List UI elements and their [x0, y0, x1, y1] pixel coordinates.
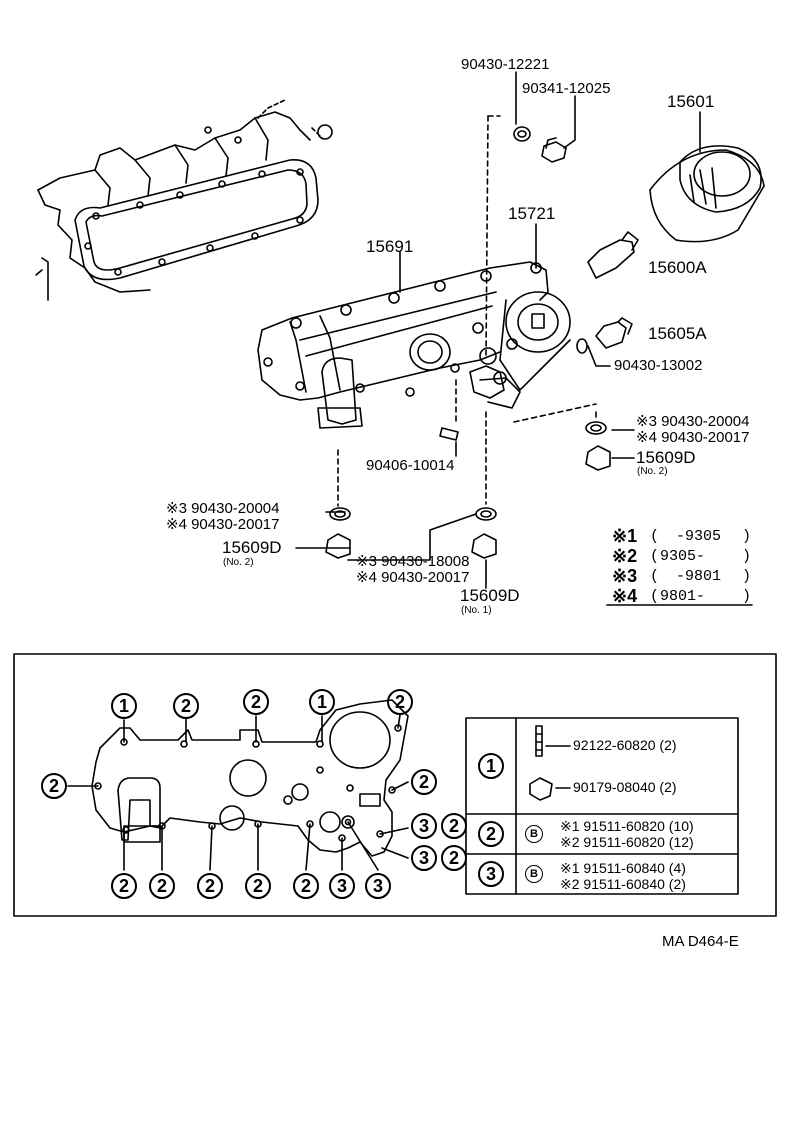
label-right-no2: (No. 2): [637, 466, 668, 477]
legend-close-1: ): [742, 528, 752, 545]
label-90406-10014: 90406-10014: [366, 457, 455, 474]
label-center-note3: ※3 90430-18008: [356, 553, 470, 570]
label-center-15609D: 15609D: [460, 586, 520, 605]
bolt-callout: 2: [245, 873, 271, 899]
label-right-note3: ※3 90430-20004: [636, 413, 750, 430]
label-left-no2: (No. 2): [223, 557, 254, 568]
legend-from-4: 9801-: [660, 588, 706, 605]
label-right-note4: ※4 90430-20017: [636, 429, 750, 446]
bolt-callout: 3: [365, 873, 391, 899]
bolt-table-row3-number: 3: [478, 861, 504, 887]
bolt-table-row2-part-a: ※1 91511-60820 (10): [560, 818, 694, 834]
bolt-callout: 2: [441, 845, 467, 871]
bolt-table-row3-part-b: ※2 91511-60840 (2): [560, 876, 686, 892]
legend-mark-2: ※2: [612, 546, 638, 566]
bolt-table-row3-badge: B: [525, 865, 543, 883]
label-center-no1: (No. 1): [461, 605, 492, 616]
bolt-callout: 1: [309, 689, 335, 715]
bolt-table-row1-number: 1: [478, 753, 504, 779]
legend-to-3: -9801: [676, 568, 722, 585]
legend-open-1: (: [650, 528, 660, 545]
legend-open-4: (: [650, 588, 660, 605]
label-15721: 15721: [508, 204, 556, 223]
bolt-table-grid: [465, 717, 739, 895]
label-90341-12025: 90341-12025: [522, 80, 611, 97]
label-left-15609D: 15609D: [222, 538, 282, 557]
bolt-callout: 2: [41, 773, 67, 799]
engine-block-outline: [35, 99, 333, 301]
bolt-callout: 2: [293, 873, 319, 899]
bolt-callout: 3: [411, 845, 437, 871]
label-15691: 15691: [366, 237, 414, 256]
legend-close-4: ): [742, 588, 752, 605]
small-parts: [325, 126, 765, 559]
label-90430-13002: 90430-13002: [614, 357, 703, 374]
bolt-table-row2-number: 2: [478, 821, 504, 847]
bolt-table-row1-part-b: 90179-08040 (2): [573, 779, 677, 795]
bolt-callout: 3: [329, 873, 355, 899]
bolt-table-row1-part-a: 92122-60820 (2): [573, 737, 677, 753]
label-15600A: 15600A: [648, 258, 707, 277]
bolt-layout-plate: [91, 699, 409, 857]
bolt-table-row2-badge: B: [525, 825, 543, 843]
legend-open-2: (: [650, 548, 660, 565]
legend-close-2: ): [742, 548, 752, 565]
bolt-callout: 2: [149, 873, 175, 899]
legend-mark-4: ※4: [612, 586, 638, 606]
label-left-note3: ※3 90430-20004: [166, 500, 280, 517]
diagram-code: MA D464-E: [662, 933, 739, 950]
bolt-callout: 2: [197, 873, 223, 899]
label-15605A: 15605A: [648, 324, 707, 343]
bolt-callout: 3: [411, 813, 437, 839]
bolt-table-row2-part-b: ※2 91511-60820 (12): [560, 834, 694, 850]
label-left-note4: ※4 90430-20017: [166, 516, 280, 533]
legend-from-2: 9305-: [660, 548, 706, 565]
bolt-callout: 2: [387, 689, 413, 715]
leader-lines: [295, 71, 701, 589]
bolt-callout: 2: [441, 813, 467, 839]
bolt-table-part-drawings: [529, 725, 571, 801]
bolt-callout-leaders: [67, 714, 409, 871]
bolt-table-row3-part-a: ※1 91511-60840 (4): [560, 860, 686, 876]
oil-cooler-housing: [257, 261, 571, 429]
legend-mark-3: ※3: [612, 566, 638, 586]
label-15601: 15601: [667, 92, 715, 111]
bolt-callout: 1: [111, 693, 137, 719]
legend-open-3: (: [650, 568, 660, 585]
label-90430-12221: 90430-12221: [461, 56, 550, 73]
bolt-layout-frame: [13, 653, 777, 917]
legend-mark-1: ※1: [612, 526, 638, 546]
label-center-note4: ※4 90430-20017: [356, 569, 470, 586]
label-right-15609D: 15609D: [636, 448, 696, 467]
bolt-callout: 2: [173, 693, 199, 719]
legend-to-1: -9305: [676, 528, 722, 545]
bolt-callout: 2: [243, 689, 269, 715]
legend-close-3: ): [742, 568, 752, 585]
bolt-callout: 2: [411, 769, 437, 795]
bolt-callout: 2: [111, 873, 137, 899]
